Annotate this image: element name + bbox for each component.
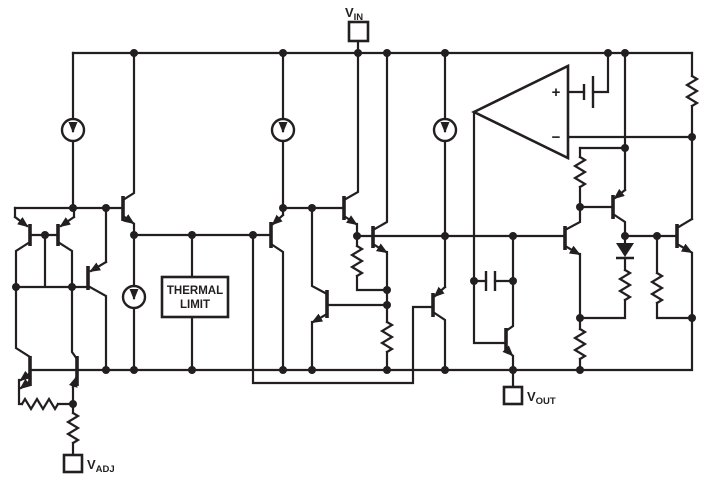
current-source-4 bbox=[121, 284, 147, 310]
q5-emitter bbox=[89, 260, 108, 273]
q7-collector bbox=[269, 242, 285, 372]
q2-collector bbox=[56, 240, 79, 361]
resistor-r8 bbox=[649, 234, 694, 320]
transistor-q11-pnp bbox=[431, 285, 447, 372]
wires bbox=[13, 39, 694, 389]
q13-emitter bbox=[563, 244, 581, 256]
q4-emitter bbox=[68, 376, 78, 389]
thermal-limit-block: THERMAL LIMIT bbox=[160, 275, 230, 319]
diode-triangle-icon bbox=[616, 243, 634, 257]
resistor-r6 bbox=[578, 256, 633, 320]
thermal-limit-label-line1: THERMAL bbox=[167, 285, 223, 297]
resistor-r3 bbox=[349, 234, 389, 292]
q3-emitter-1 bbox=[19, 370, 32, 382]
resistor-r5 bbox=[572, 146, 588, 209]
q14-collector bbox=[611, 212, 627, 238]
transistor-q2-pnp bbox=[14, 206, 90, 361]
q11-collector bbox=[431, 310, 447, 372]
vadj-label: VADJ bbox=[87, 457, 115, 475]
vadj-label-sub: ADJ bbox=[96, 464, 115, 475]
reference-battery-icon bbox=[582, 76, 595, 108]
vout-label-main: V bbox=[527, 389, 536, 404]
q13-collector bbox=[563, 205, 582, 232]
resistors bbox=[17, 74, 700, 457]
q10-collector bbox=[371, 51, 389, 232]
wire-opamp-output bbox=[472, 110, 508, 345]
vout-label-sub: OUT bbox=[536, 396, 556, 407]
transistor-q8-npn bbox=[310, 206, 389, 372]
resistor-r9 bbox=[684, 74, 700, 108]
q1-emitter bbox=[13, 206, 27, 226]
error-amplifier: + − bbox=[471, 63, 570, 161]
q11-emitter bbox=[433, 285, 447, 298]
vin-terminal: VIN bbox=[345, 5, 370, 43]
transistor-q12-npn-output bbox=[502, 234, 515, 372]
transistor-q13-npn bbox=[563, 205, 582, 320]
thermal-limit-box bbox=[160, 275, 230, 319]
transistor-q6-npn bbox=[121, 51, 136, 225]
q9-emitter bbox=[342, 214, 358, 226]
transistor-q14-pnp bbox=[611, 188, 627, 238]
wire-subrail bbox=[251, 233, 435, 385]
resistor-r7 bbox=[572, 316, 588, 372]
wire-noninverting-input bbox=[566, 51, 610, 94]
q1-collector bbox=[14, 240, 32, 359]
current-source-3 bbox=[432, 117, 458, 143]
q12-emitter bbox=[502, 345, 514, 357]
transistor-q5-pnp bbox=[86, 260, 108, 372]
opamp-triangle bbox=[471, 63, 570, 161]
vin-pad bbox=[347, 20, 370, 43]
q14-emitter bbox=[613, 188, 627, 200]
ground-rail bbox=[28, 316, 694, 372]
q8-collector bbox=[310, 206, 329, 296]
current-source-2 bbox=[270, 117, 296, 143]
vin-label-main: V bbox=[345, 5, 354, 20]
vin-label-sub: IN bbox=[354, 12, 364, 23]
vadj-label-main: V bbox=[87, 457, 96, 472]
thermal-limit-label-line2: LIMIT bbox=[180, 299, 210, 311]
opamp-minus-label: − bbox=[552, 129, 561, 146]
q10-emitter bbox=[371, 242, 388, 254]
current-source-1 bbox=[60, 117, 86, 143]
transistor-q9-npn bbox=[342, 51, 360, 238]
junction-dots bbox=[12, 49, 696, 408]
vout-pad bbox=[502, 385, 524, 406]
q6-emitter bbox=[121, 214, 135, 225]
opamp-plus-label: + bbox=[552, 84, 561, 101]
transistor-q10-npn bbox=[371, 51, 389, 307]
q9-collector bbox=[342, 51, 360, 202]
q3-emitter-2 bbox=[19, 378, 32, 390]
vadj-terminal: VADJ bbox=[62, 453, 115, 475]
q6-collector bbox=[121, 51, 136, 202]
transistor-q7-pnp bbox=[269, 206, 285, 372]
transistor-q3-npn-double-emitter bbox=[19, 356, 32, 390]
vout-label: VOUT bbox=[527, 389, 556, 407]
vadj-pad bbox=[62, 453, 84, 474]
q8-emitter bbox=[311, 312, 329, 324]
supply-rails bbox=[28, 51, 694, 372]
q12-collector bbox=[504, 234, 515, 333]
q5-collector bbox=[86, 284, 108, 372]
resistor-r4 bbox=[379, 303, 395, 372]
compensation-capacitor bbox=[472, 271, 515, 291]
q15-emitter bbox=[675, 242, 693, 254]
vout-terminal: VOUT bbox=[502, 385, 556, 407]
q15-collector bbox=[675, 217, 694, 230]
transistor-q15-npn-series bbox=[675, 217, 694, 320]
transistor-q1-pnp bbox=[13, 206, 32, 359]
resistor-r2-vadj bbox=[65, 402, 81, 457]
vin-label: VIN bbox=[345, 5, 363, 23]
transistor-q4-pnp bbox=[68, 356, 79, 406]
